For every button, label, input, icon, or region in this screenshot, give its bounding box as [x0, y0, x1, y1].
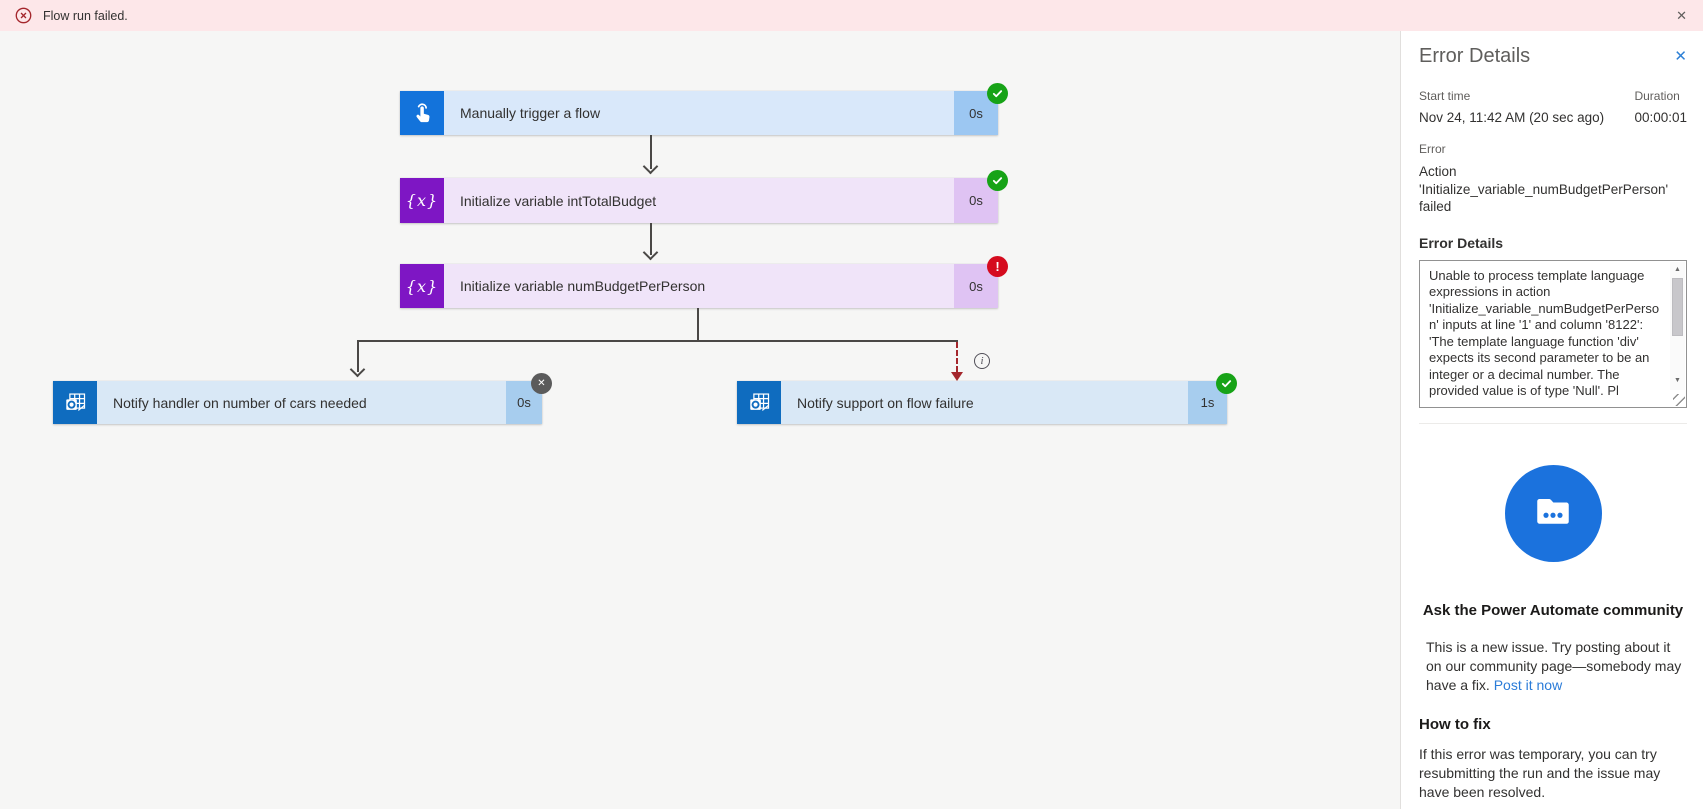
arrow-down-icon [349, 361, 366, 378]
textarea-scrollbar[interactable]: ▲ ▼ [1670, 261, 1685, 390]
node-label: Initialize variable intTotalBudget [460, 192, 657, 209]
banner-close-icon[interactable]: ✕ [1676, 7, 1687, 23]
duration-value: 00:00:01 [1634, 110, 1687, 125]
flow-node-manually-trigger[interactable]: Manually trigger a flow 0s [400, 83, 1008, 135]
node-duration-badge: 1s [1188, 381, 1227, 424]
run-after-dashed-line [956, 342, 958, 372]
start-time-label: Start time [1419, 89, 1471, 103]
error-details-textarea[interactable]: Unable to process template language expr… [1419, 259, 1687, 408]
panel-close-icon[interactable]: ✕ [1674, 48, 1687, 65]
scroll-down-icon[interactable]: ▼ [1674, 377, 1681, 384]
how-to-fix-heading: How to fix [1419, 715, 1491, 733]
flow-canvas: Manually trigger a flow 0s {x} Initializ… [0, 31, 1400, 809]
outlook-icon [53, 381, 97, 424]
flow-node-initialize-numbudgetperperson[interactable]: {x} Initialize variable numBudgetPerPers… [400, 256, 1008, 308]
banner-message: Flow run failed. [43, 8, 128, 23]
node-label: Initialize variable numBudgetPerPerson [460, 278, 706, 294]
connector-line [650, 135, 652, 169]
flow-node-notify-handler[interactable]: Notify handler on number of cars needed … [53, 373, 552, 424]
node-label: Notify handler on number of cars needed [113, 394, 367, 411]
outlook-icon [737, 381, 781, 424]
node-label: Notify support on flow failure [797, 394, 974, 411]
error-details-panel: Error Details ✕ Start time Nov 24, 11:42… [1400, 31, 1703, 809]
error-value: Action 'Initialize_variable_numBudgetPer… [1419, 164, 1669, 214]
flow-node-notify-support[interactable]: Notify support on flow failure 1s [737, 373, 1237, 424]
error-label: Error [1419, 142, 1446, 156]
connector-branch-line [357, 340, 958, 342]
node-duration-badge: 0s [954, 91, 998, 135]
info-icon[interactable]: i [974, 353, 990, 369]
status-succeeded-icon [1216, 373, 1237, 394]
panel-divider [1419, 422, 1687, 424]
status-succeeded-icon [987, 83, 1008, 104]
status-skipped-icon: ✕ [531, 373, 552, 394]
connector-line [697, 308, 699, 342]
status-failed-icon: ! [987, 256, 1008, 277]
community-heading: Ask the Power Automate community [1422, 601, 1684, 619]
community-body-text: This is a new issue. Try posting about i… [1426, 638, 1682, 693]
flow-node-initialize-inttotalbudget[interactable]: {x} Initialize variable intTotalBudget 0… [400, 170, 1008, 223]
duration-label: Duration [1634, 89, 1680, 103]
community-folder-icon [1504, 464, 1602, 562]
arrow-down-icon [642, 158, 659, 175]
textarea-resize-grip-icon[interactable] [1673, 393, 1685, 406]
connector-line [650, 223, 652, 255]
connector-line [357, 342, 359, 372]
node-label: Manually trigger a flow [460, 105, 601, 121]
scrollbar-thumb[interactable] [1672, 278, 1683, 336]
status-succeeded-icon [987, 170, 1008, 191]
variable-icon: {x} [400, 178, 444, 223]
error-banner: Flow run failed. ✕ [0, 0, 1703, 31]
panel-title: Error Details [1419, 45, 1531, 67]
how-to-fix-body: If this error was temporary, you can try… [1419, 745, 1661, 800]
community-section: Ask the Power Automate community This is… [1419, 464, 1687, 695]
post-it-now-link[interactable]: Post it now [1493, 676, 1563, 693]
error-details-heading: Error Details [1419, 234, 1504, 251]
error-details-text: Unable to process template language expr… [1429, 267, 1660, 399]
error-circle-x-icon [15, 7, 32, 24]
variable-icon: {x} [400, 264, 444, 308]
run-after-arrow-icon [951, 372, 963, 381]
manual-trigger-icon [400, 91, 444, 135]
start-time-value: Nov 24, 11:42 AM (20 sec ago) [1419, 110, 1605, 125]
scroll-up-icon[interactable]: ▲ [1674, 265, 1681, 273]
arrow-down-icon [642, 244, 659, 261]
